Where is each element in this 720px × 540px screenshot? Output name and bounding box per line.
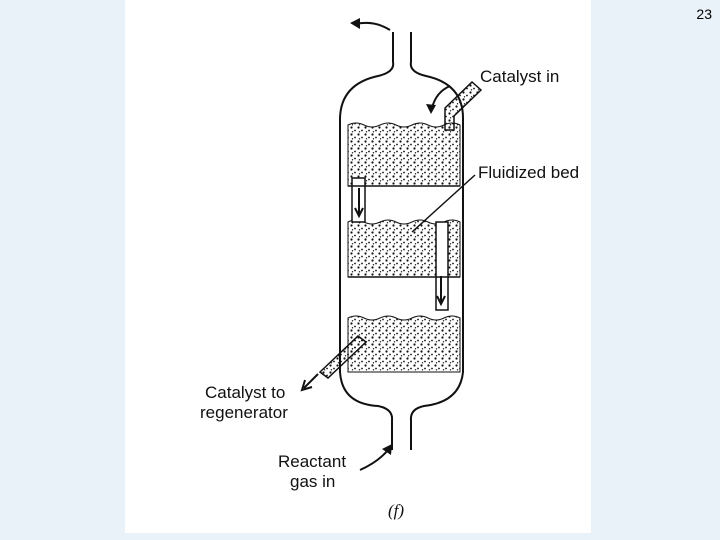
downcomer-left-arrow <box>354 188 364 219</box>
downcomer-right <box>435 221 449 311</box>
catalyst-outlet-arrow <box>300 373 319 392</box>
slide-number: 23 <box>696 6 712 22</box>
downcomer-right-arrow <box>436 276 446 307</box>
catalyst-inlet-pipe <box>444 80 483 131</box>
reactant-gas-arrow <box>359 449 389 471</box>
catalyst-outlet-pipe <box>318 335 368 379</box>
fluidized-bed-bottom <box>347 315 461 373</box>
gas-outlet-arrow <box>355 21 391 31</box>
vessel-outline <box>339 32 464 450</box>
gas-outlet-arrowhead <box>350 18 360 29</box>
catalyst-in-arrowhead <box>426 104 436 114</box>
fluidized-bed-top <box>347 122 461 187</box>
figure-tag: (f) <box>388 501 404 520</box>
label-reactant: Reactant <box>278 452 346 471</box>
catalyst-in-arrow <box>431 85 451 109</box>
label-gas-in: gas in <box>290 472 335 491</box>
fluidized-bed-leader <box>411 174 476 233</box>
label-catalyst-to: Catalyst to <box>205 383 285 402</box>
label-catalyst-in: Catalyst in <box>480 67 559 86</box>
label-regenerator: regenerator <box>200 403 288 422</box>
label-fluidized-bed: Fluidized bed <box>478 163 579 182</box>
reactant-gas-arrowhead <box>382 444 392 455</box>
